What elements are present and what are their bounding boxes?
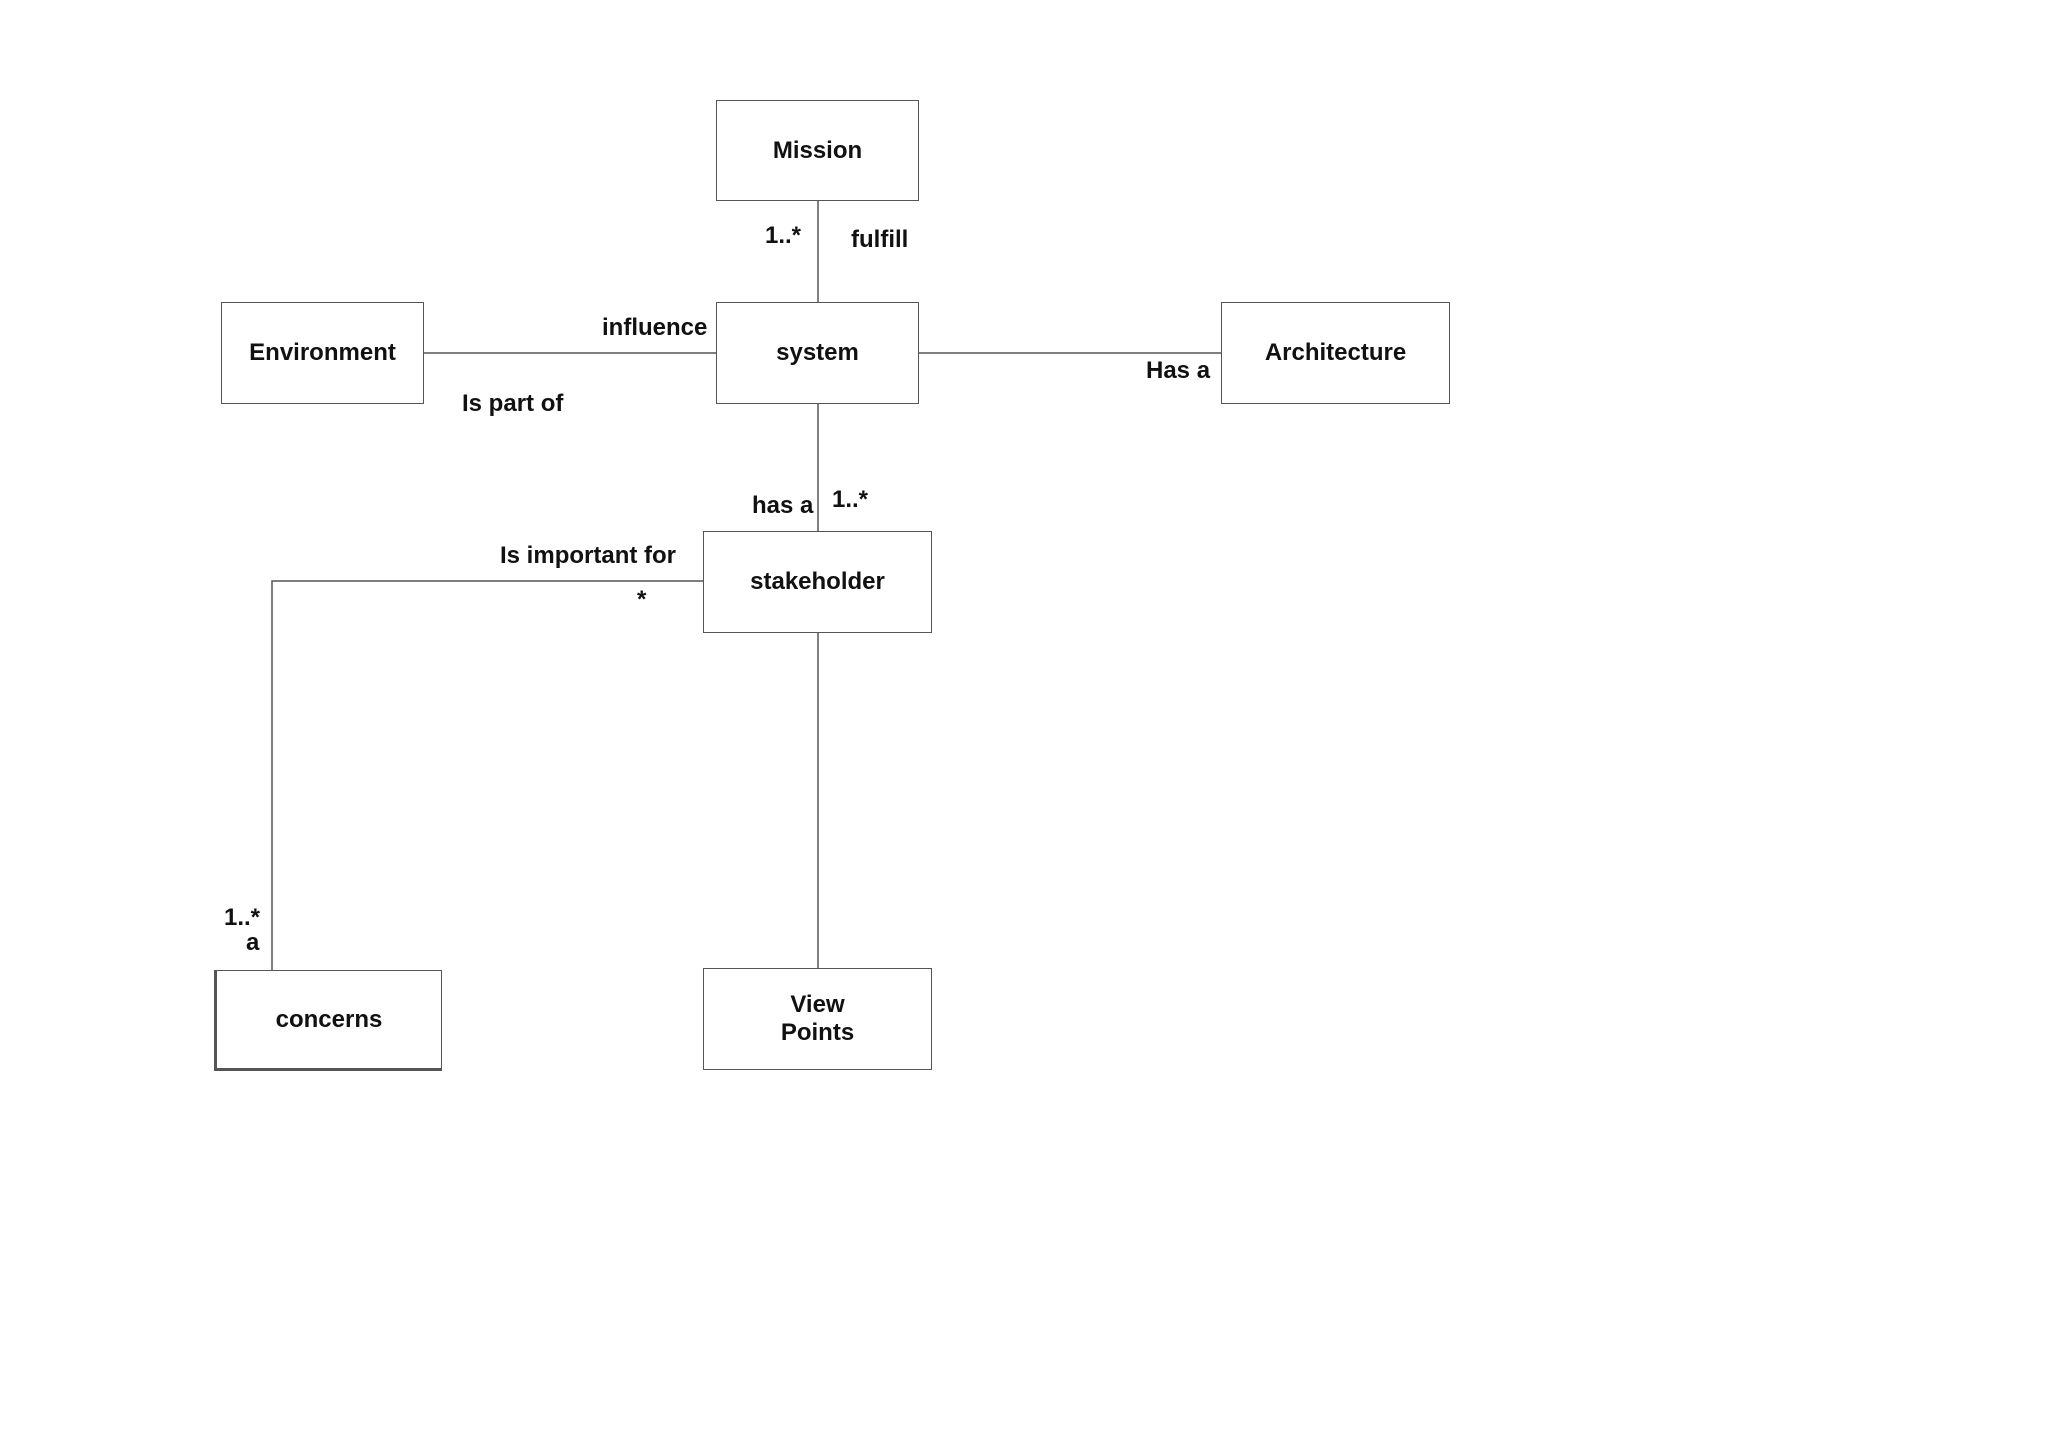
- system-node[interactable]: system: [716, 302, 919, 404]
- edge-stakeholder-concerns: [271, 580, 703, 970]
- stakeholder-concerns-multiplicity-concerns: 1..*: [224, 904, 261, 931]
- stakeholder-concerns-label: Is important for: [500, 542, 677, 569]
- mission-system-label: fulfill: [851, 226, 909, 253]
- stakeholder-concerns-multiplicity-stakeholder: *: [637, 586, 647, 613]
- system-stakeholder-multiplicity: 1..*: [832, 486, 869, 513]
- system-architecture-label: Has a: [1146, 357, 1211, 384]
- environment-system-label-bottom: Is part of: [462, 390, 564, 417]
- environment-system-label-top: influence: [602, 314, 708, 341]
- architecture-node[interactable]: Architecture: [1221, 302, 1450, 404]
- architecture-node-label: Architecture: [1264, 339, 1407, 366]
- stakeholder-concerns-role: a: [246, 929, 260, 956]
- system-node-label: system: [776, 339, 859, 366]
- viewpoints-node[interactable]: View Points: [703, 968, 932, 1070]
- environment-node[interactable]: Environment: [221, 302, 424, 404]
- system-stakeholder-label: has a: [752, 492, 814, 519]
- mission-system-multiplicity: 1..*: [765, 222, 802, 249]
- concerns-node[interactable]: concerns: [214, 970, 442, 1071]
- mission-node[interactable]: Mission: [716, 100, 919, 201]
- stakeholder-node-label: stakeholder: [750, 568, 885, 595]
- concerns-node-label: concerns: [275, 1005, 383, 1033]
- environment-node-label: Environment: [249, 339, 396, 366]
- viewpoints-node-label: View Points: [780, 991, 855, 1046]
- mission-node-label: Mission: [772, 136, 863, 164]
- stakeholder-node[interactable]: stakeholder: [703, 531, 932, 633]
